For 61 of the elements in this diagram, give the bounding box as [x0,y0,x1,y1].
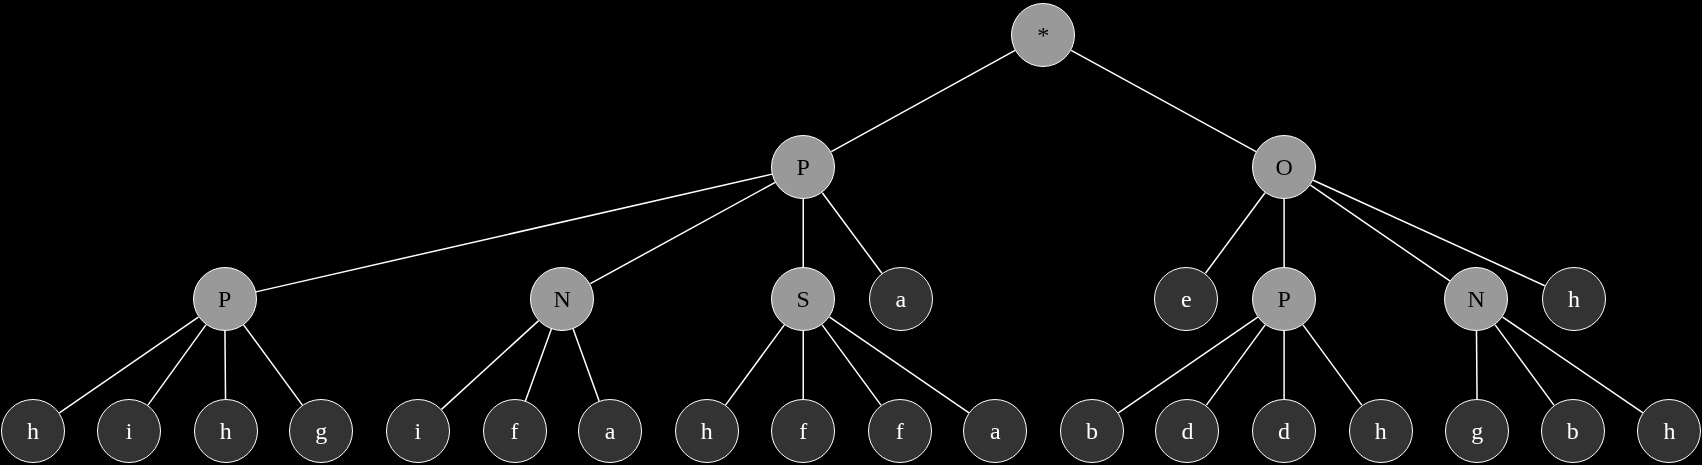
tree-edge [1117,316,1259,414]
node-label: h [27,419,39,443]
tree-edge [724,324,786,406]
tree-edge [1309,184,1451,282]
node-label: d [1278,419,1291,443]
inner-node-circle [1252,135,1317,199]
tree-edge [802,198,804,268]
node-label: d [1181,419,1194,443]
tree-edge [802,330,804,400]
tree-edge [1205,324,1266,406]
node-label: P [1277,287,1291,311]
node-label: h [1567,287,1580,311]
node-label: g [315,419,328,443]
node-label: f [510,419,519,443]
tree-edge [255,173,773,293]
node-label: h [700,419,713,443]
tree-edge [147,324,207,406]
node-label: f [799,419,808,443]
node-label: f [895,419,904,443]
node-label: O [1275,155,1293,179]
node-label: e [1181,287,1192,311]
inner-node-circle [1444,267,1509,331]
node-label: P [218,287,232,311]
tree-edge [524,328,553,402]
tree-edge [224,330,227,400]
node-label: i [414,419,422,443]
node-label: h [219,419,232,443]
tree-edge [440,319,540,411]
tree-edge [821,324,882,406]
node-label: h [1374,419,1387,443]
node-label: a [604,419,616,443]
tree-edge [242,324,304,406]
tree-edge [821,191,883,275]
node-label: P [796,155,810,179]
inner-node-circle [530,267,595,331]
tree-edge [830,49,1016,153]
node-label: N [553,287,571,311]
tree-edge [572,328,600,402]
tree-edge [1070,49,1257,153]
node-label: N [1467,287,1485,311]
tree-edge [58,316,200,414]
node-label: * [1037,23,1050,47]
tree-edge [1475,330,1478,400]
node-label: b [1085,419,1098,443]
node-label: a [895,287,907,311]
tree-edge [1501,316,1644,414]
tree-edge [1204,191,1266,275]
tree-edge [828,316,970,414]
node-label: S [796,287,810,311]
node-label: b [1566,419,1579,443]
tree-edge [1302,324,1363,406]
node-label: i [125,419,133,443]
tree-edge [1283,330,1285,400]
tree-edge [1494,324,1555,406]
node-label: h [1663,419,1676,443]
tree-edge [1312,179,1546,287]
tree-edge [1283,198,1285,268]
inner-node-circle [771,135,836,199]
node-label: g [1471,419,1484,443]
tree-edge [589,181,776,285]
node-label: a [990,419,1001,443]
